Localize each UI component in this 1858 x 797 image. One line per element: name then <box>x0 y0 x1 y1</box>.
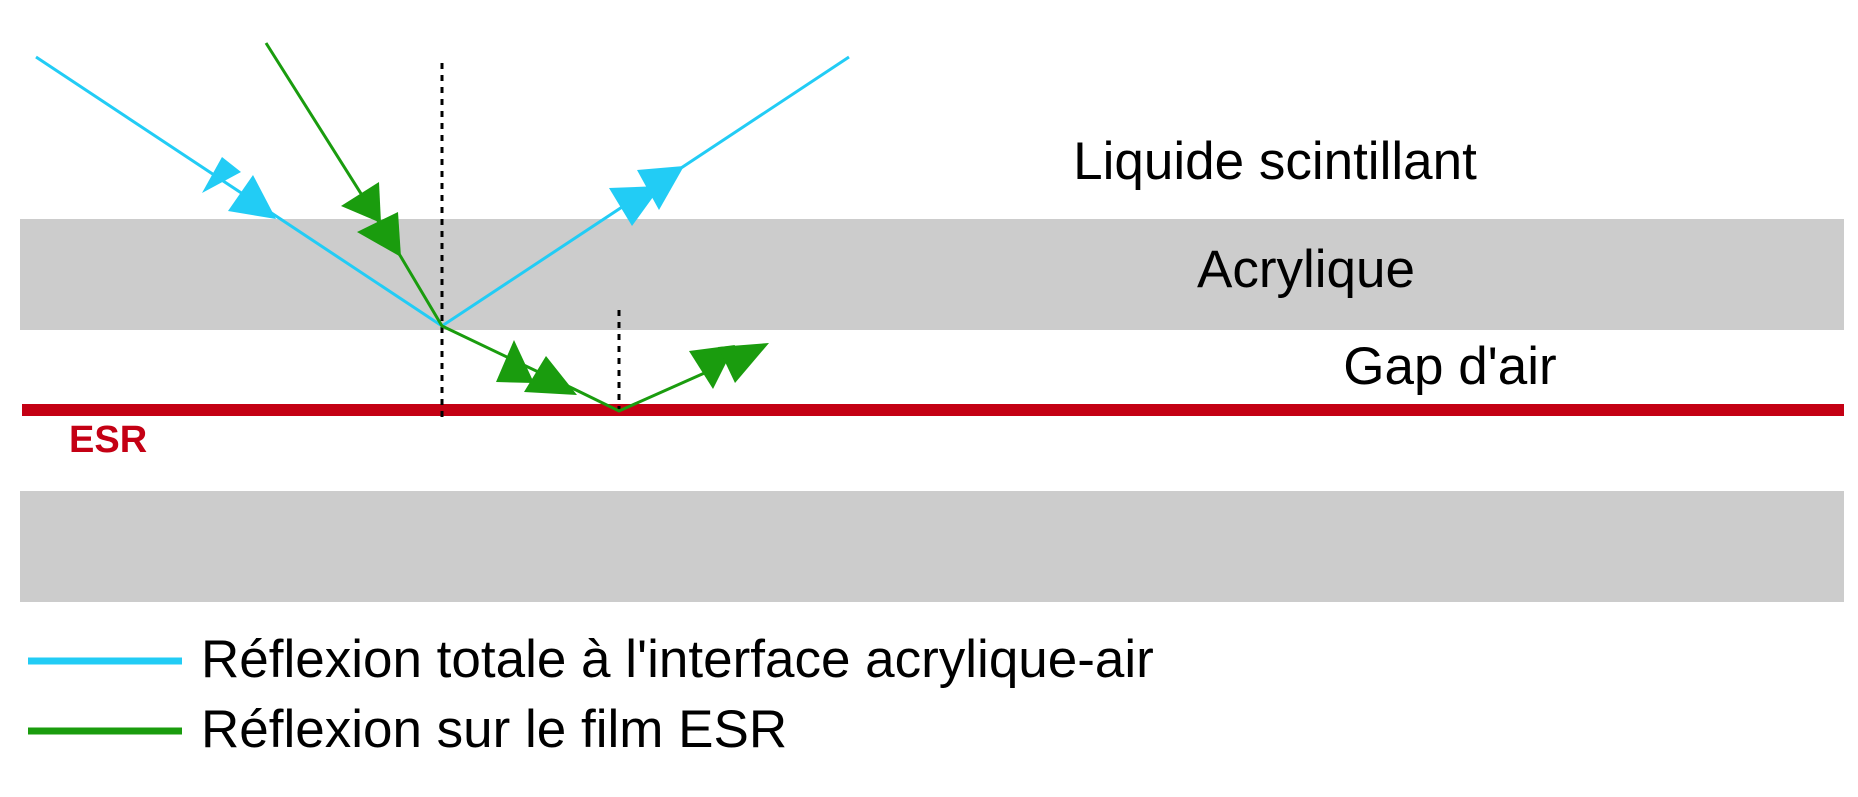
acrylic-label: Acrylique <box>1197 240 1415 299</box>
lower-layer <box>20 491 1844 602</box>
ray-arrow-head <box>202 157 241 193</box>
liquid-label: Liquide scintillant <box>1073 132 1477 191</box>
acrylic-layer <box>20 219 1844 330</box>
legend: Réflexion totale à l'interface acrylique… <box>28 630 1154 759</box>
ray-arrow-head <box>496 340 534 383</box>
legend-label-esr-reflection: Réflexion sur le film ESR <box>201 700 787 759</box>
ray-arrow-head <box>357 212 401 257</box>
ray-arrow-head <box>341 182 381 223</box>
ray-arrow-head <box>524 356 577 395</box>
ray-arrow-head <box>718 343 769 383</box>
legend-label-total-reflection: Réflexion totale à l'interface acrylique… <box>201 630 1154 689</box>
esr-film <box>22 404 1844 416</box>
air-gap-label: Gap d'air <box>1343 337 1556 396</box>
esr-label: ESR <box>69 419 147 461</box>
ray-arrow-head <box>637 166 684 210</box>
ray-arrow-head <box>609 186 661 226</box>
ray-arrow-head <box>228 175 276 219</box>
